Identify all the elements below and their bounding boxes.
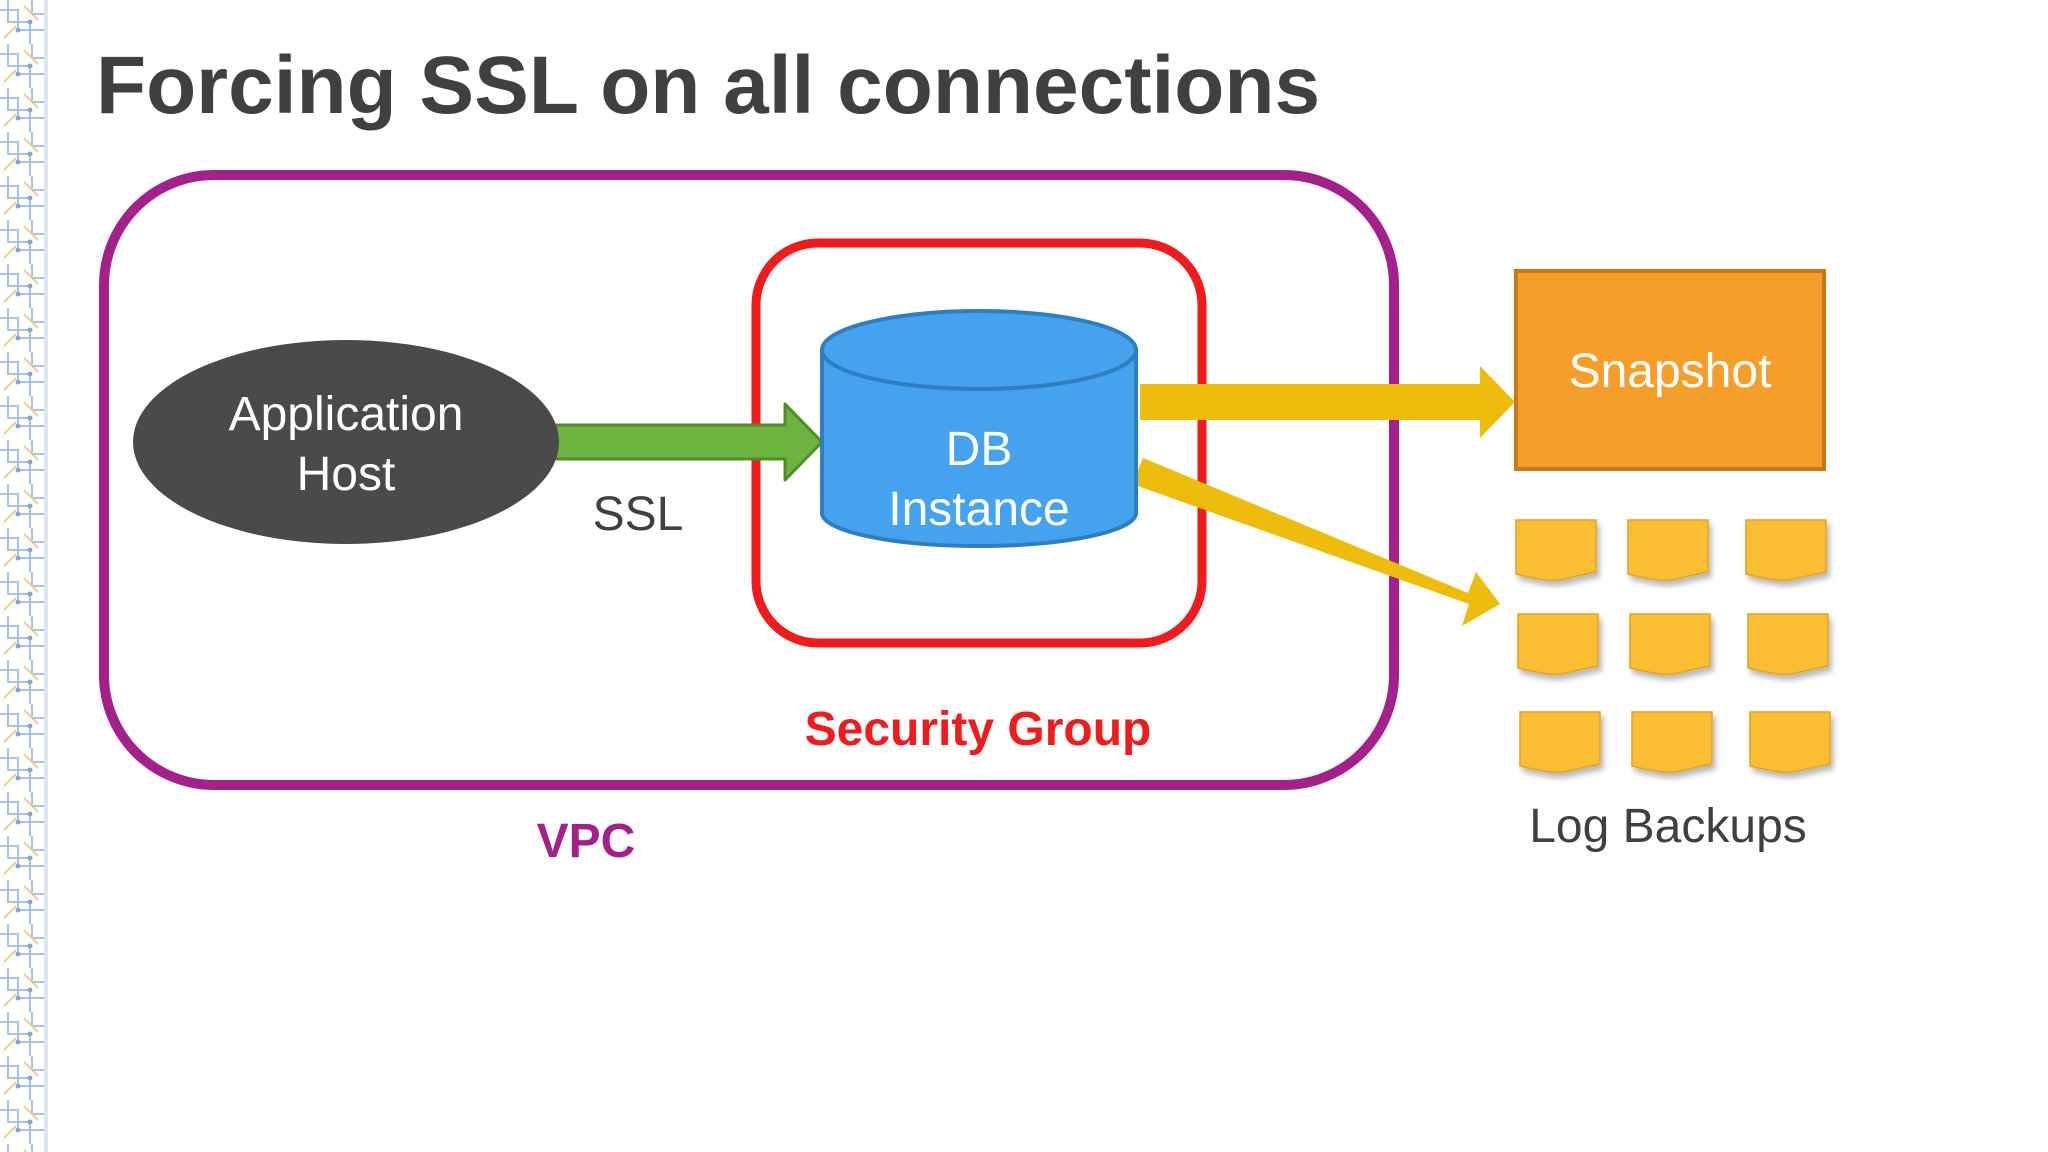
log-backup-note xyxy=(1747,613,1829,676)
application-host-label-line1: Application xyxy=(229,388,464,441)
db-instance-label-line1: DB xyxy=(946,423,1013,476)
log-backups-label: Log Backups xyxy=(1529,800,1807,853)
arrow-to-snapshot xyxy=(1140,366,1515,438)
log-backup-note xyxy=(1745,519,1827,582)
log-backup-note xyxy=(1629,613,1711,676)
db-instance-node: DB Instance xyxy=(820,309,1138,548)
arrow-to-log-backups xyxy=(1132,458,1500,626)
db-instance-label-line2: Instance xyxy=(888,483,1069,536)
slide-title: Forcing SSL on all connections xyxy=(96,40,1321,131)
vpc-label: VPC xyxy=(537,815,636,868)
application-host-label-line2: Host xyxy=(297,448,396,501)
log-backup-note xyxy=(1517,613,1599,676)
log-backup-note xyxy=(1519,711,1601,774)
application-host-node xyxy=(133,340,559,544)
strip-edge xyxy=(44,0,48,1152)
vpc-boundary xyxy=(99,170,1399,790)
ssl-arrow xyxy=(553,402,824,482)
snapshot-label: Snapshot xyxy=(1569,345,1772,398)
ssl-label: SSL xyxy=(593,488,684,541)
log-backups-group xyxy=(1515,519,1831,774)
log-backup-note xyxy=(1627,519,1709,582)
db-cylinder-top xyxy=(820,309,1138,391)
snapshot-node xyxy=(1514,269,1826,471)
log-backup-note xyxy=(1749,711,1831,774)
security-group-label: Security Group xyxy=(805,703,1152,756)
db-cylinder-body xyxy=(820,348,1138,548)
log-backup-note xyxy=(1631,711,1713,774)
decorative-circuit-strip xyxy=(0,0,46,1152)
log-backup-note xyxy=(1515,519,1597,582)
